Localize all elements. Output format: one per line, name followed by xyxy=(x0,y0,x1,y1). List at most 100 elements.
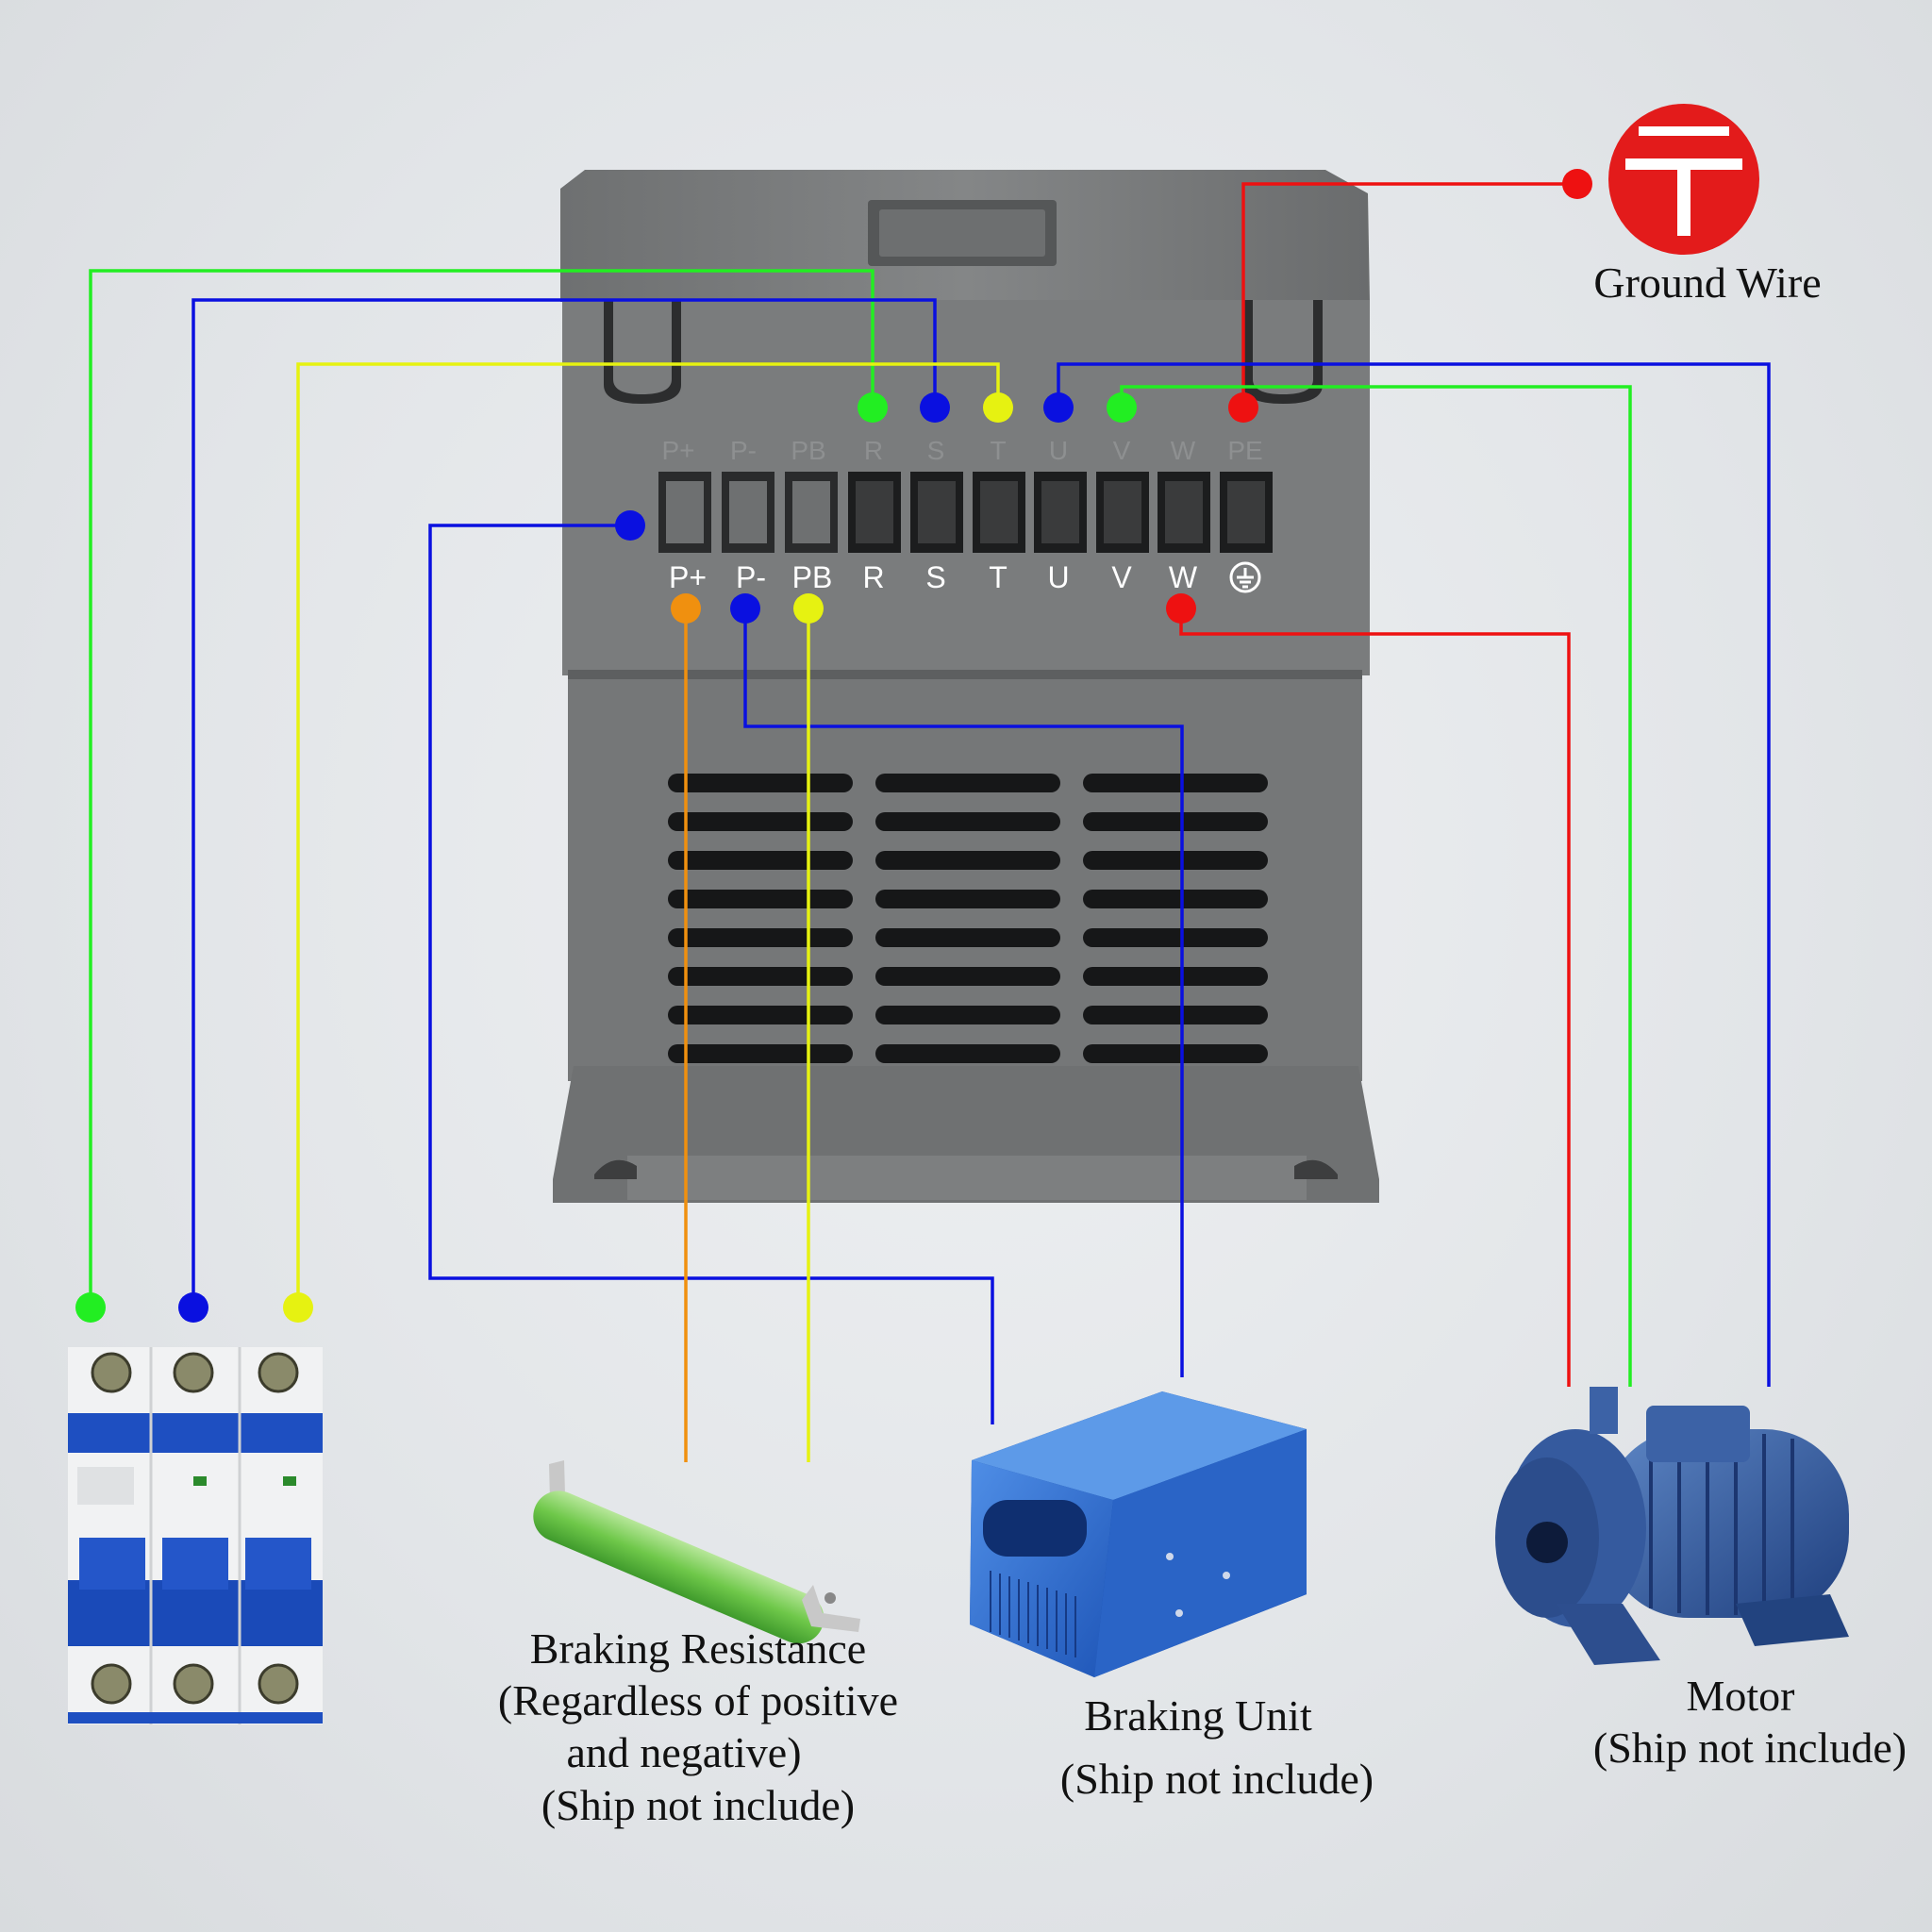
connection-dots xyxy=(75,169,1592,1323)
wire-green-r xyxy=(89,269,874,1307)
dot-t xyxy=(983,392,1013,423)
vent-slot xyxy=(668,1006,853,1024)
dot-pplus xyxy=(671,593,701,624)
terminal-label-top: PE xyxy=(1227,436,1262,465)
ground-wire-label: Ground Wire xyxy=(1547,257,1868,308)
vent-slot xyxy=(1083,851,1268,870)
terminal-label-top: R xyxy=(864,436,883,465)
vent-slot xyxy=(668,1044,853,1063)
dot-breaker-1 xyxy=(75,1292,106,1323)
terminal-label-top: T xyxy=(990,436,1006,465)
terminal-slot-inner xyxy=(918,481,956,543)
wire-blue-pminus xyxy=(743,608,1184,1377)
terminal-label-top: PB xyxy=(791,436,825,465)
vent-slot xyxy=(875,1006,1060,1024)
motor-title: Motor xyxy=(1686,1672,1795,1720)
terminal-slot-inner xyxy=(1104,481,1141,543)
earth-ground-icon xyxy=(1229,561,1261,593)
terminal-slot-inner xyxy=(666,481,704,543)
terminal-labels-bottom: P+ P- PB R S T U V W xyxy=(669,560,1261,594)
vent-slot xyxy=(875,967,1060,986)
ventilation-grille xyxy=(668,774,1268,1063)
vent-slot xyxy=(875,928,1060,947)
terminal-label-top: V xyxy=(1113,436,1131,465)
terminal-label-bottom: S xyxy=(925,560,945,594)
terminal-slot-inner xyxy=(792,481,830,543)
terminal-label-bottom: V xyxy=(1111,560,1132,594)
terminal-label-bottom: W xyxy=(1169,560,1198,594)
vent-slot xyxy=(1083,967,1268,986)
motor-note: (Ship not include) xyxy=(1592,1724,1907,1773)
terminal-label-bottom: P+ xyxy=(669,560,707,594)
vent-slot xyxy=(875,812,1060,831)
terminal-label-bottom: R xyxy=(862,560,884,594)
wire-blue-u xyxy=(1057,362,1771,1387)
braking-unit xyxy=(970,1391,1307,1677)
terminal-label-top: W xyxy=(1171,436,1196,465)
braking-unit-label: Braking Unit (Ship not include) xyxy=(1000,1685,1434,1810)
wire-blue-pplus xyxy=(428,524,994,1424)
terminal-label-bottom: P- xyxy=(736,560,766,594)
vent-slot xyxy=(1083,928,1268,947)
terminal-slot-inner xyxy=(1041,481,1079,543)
terminal-labels-top: P+ P- PB R S T U V W PE xyxy=(661,436,1262,465)
dot-ground xyxy=(1562,169,1592,199)
braking-resistance-note-3: (Ship not include) xyxy=(541,1780,856,1829)
wire-blue-s xyxy=(192,298,937,1307)
ground-wire-text: Ground Wire xyxy=(1593,258,1822,307)
braking-resistance-note-1: (Regardless of positive xyxy=(497,1676,899,1725)
dot-w xyxy=(1166,593,1196,624)
wire-yellow-t xyxy=(296,362,1000,1307)
braking-resistance-label: Braking Resistance (Regardless of positi… xyxy=(453,1623,943,1831)
braking-resistance-note-2: and negative) xyxy=(566,1728,802,1777)
terminal-label-bottom: PB xyxy=(792,560,833,594)
terminal-slot-inner xyxy=(1165,481,1203,543)
vent-slot xyxy=(668,774,853,792)
vent-slot xyxy=(668,928,853,947)
terminal-label-top: P+ xyxy=(661,436,694,465)
vent-slot xyxy=(668,890,853,908)
vent-slot xyxy=(1083,774,1268,792)
vent-slot xyxy=(875,774,1060,792)
terminal-block-row xyxy=(658,472,1273,553)
dot-v xyxy=(1107,392,1137,423)
motor-pump xyxy=(1495,1387,1849,1665)
terminal-slot-inner xyxy=(980,481,1018,543)
braking-resistance-title: Braking Resistance xyxy=(529,1624,867,1673)
dot-pminus xyxy=(730,593,760,624)
wire-red-pe xyxy=(1241,182,1577,408)
dot-u xyxy=(1043,392,1074,423)
dot-pe xyxy=(1228,392,1258,423)
vent-slot xyxy=(1083,1006,1268,1024)
braking-unit-title: Braking Unit xyxy=(1084,1691,1312,1740)
braking-resistor xyxy=(533,1460,860,1644)
dot-s xyxy=(920,392,950,423)
dot-breaker-2 xyxy=(178,1292,208,1323)
dot-r xyxy=(858,392,888,423)
terminal-slot-inner xyxy=(856,481,893,543)
vent-slot xyxy=(1083,1044,1268,1063)
vent-slot xyxy=(668,812,853,831)
dot-pplus-side xyxy=(615,510,645,541)
dot-breaker-3 xyxy=(283,1292,313,1323)
inverter-housing xyxy=(553,170,1379,1203)
ground-badge-icon xyxy=(1608,104,1759,255)
terminal-label-top: S xyxy=(927,436,945,465)
wires xyxy=(89,182,1771,1462)
circuit-breaker xyxy=(68,1347,323,1724)
motor-label: Motor (Ship not include) xyxy=(1561,1670,1932,1774)
terminal-slot-inner xyxy=(1227,481,1265,543)
vent-slot xyxy=(1083,812,1268,831)
vent-slot xyxy=(875,851,1060,870)
terminal-label-top: P- xyxy=(730,436,757,465)
vent-slot xyxy=(875,890,1060,908)
terminal-label-bottom: U xyxy=(1047,560,1069,594)
vent-slot xyxy=(1083,890,1268,908)
terminal-slot-inner xyxy=(729,481,767,543)
terminal-label-bottom: T xyxy=(989,560,1008,594)
braking-unit-note: (Ship not include) xyxy=(1059,1754,1374,1803)
vent-slot xyxy=(875,1044,1060,1063)
vent-slot xyxy=(668,851,853,870)
